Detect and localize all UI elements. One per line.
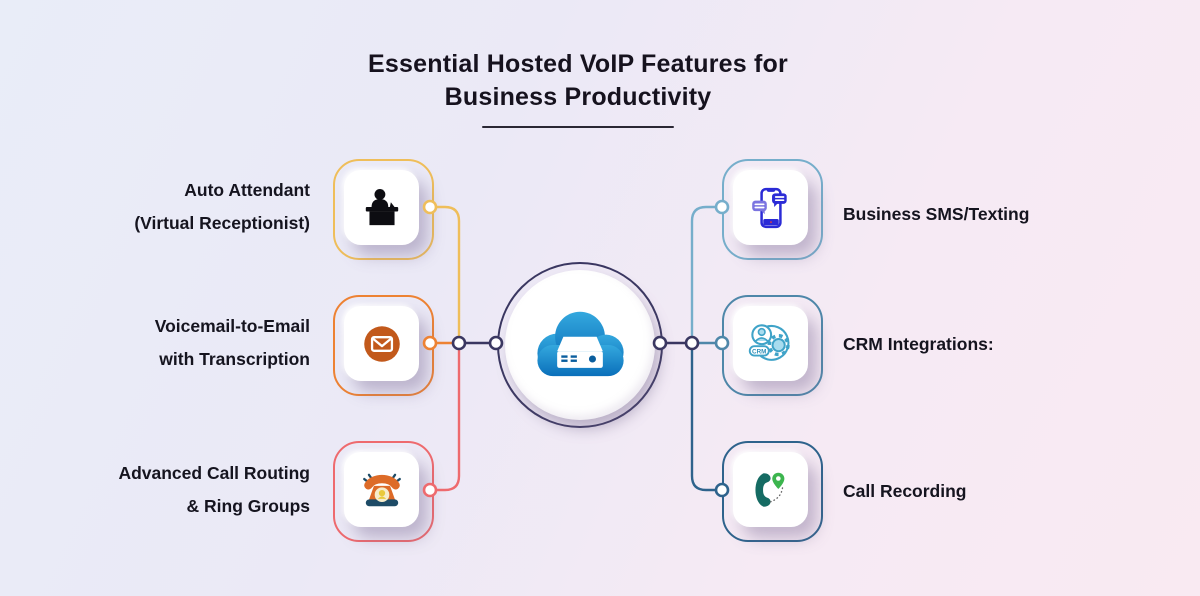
label-call-routing: Advanced Call Routing & Ring Groups bbox=[118, 463, 310, 516]
feature-box-call-routing bbox=[333, 441, 434, 542]
connector-business-sms bbox=[690, 205, 718, 339]
connector-auto-attendant bbox=[429, 205, 461, 339]
page-title: Essential Hosted VoIP Features for Busin… bbox=[278, 48, 878, 114]
crm-badge-label: CRM bbox=[752, 348, 766, 355]
ringing-telephone-icon bbox=[362, 473, 401, 506]
connector-call-routing bbox=[429, 347, 461, 492]
title-underline bbox=[482, 126, 674, 129]
label-call-recording: Call Recording bbox=[843, 481, 967, 501]
feature-box-call-recording bbox=[722, 441, 823, 542]
feature-box-auto-attendant bbox=[333, 159, 434, 260]
page-title-line1: Essential Hosted VoIP Features for bbox=[368, 50, 788, 78]
feature-box-voicemail bbox=[333, 295, 434, 396]
call-recording-pin-icon bbox=[754, 472, 784, 507]
feature-box-business-sms bbox=[722, 159, 823, 260]
label-crm-integrations: CRM Integrations: bbox=[843, 334, 994, 354]
page-title-line2: Business Productivity bbox=[444, 83, 712, 111]
label-auto-attendant: Auto Attendant (Virtual Receptionist) bbox=[134, 180, 310, 233]
cloud-pbx-server-icon bbox=[537, 311, 624, 377]
crm-sync-icon: CRM bbox=[748, 323, 790, 361]
receptionist-desk-icon bbox=[365, 188, 398, 225]
feature-box-crm-integrations: CRM bbox=[722, 295, 823, 396]
central-hub-ring bbox=[497, 262, 663, 428]
email-envelope-icon bbox=[363, 325, 400, 362]
page-title-block: Essential Hosted VoIP Features for Busin… bbox=[278, 48, 878, 129]
label-voicemail: Voicemail-to-Email with Transcription bbox=[154, 316, 310, 369]
connector-call-recording bbox=[690, 347, 718, 492]
label-business-sms: Business SMS/Texting bbox=[843, 204, 1030, 224]
sms-chat-phone-icon bbox=[751, 187, 787, 228]
central-hub bbox=[505, 270, 655, 420]
